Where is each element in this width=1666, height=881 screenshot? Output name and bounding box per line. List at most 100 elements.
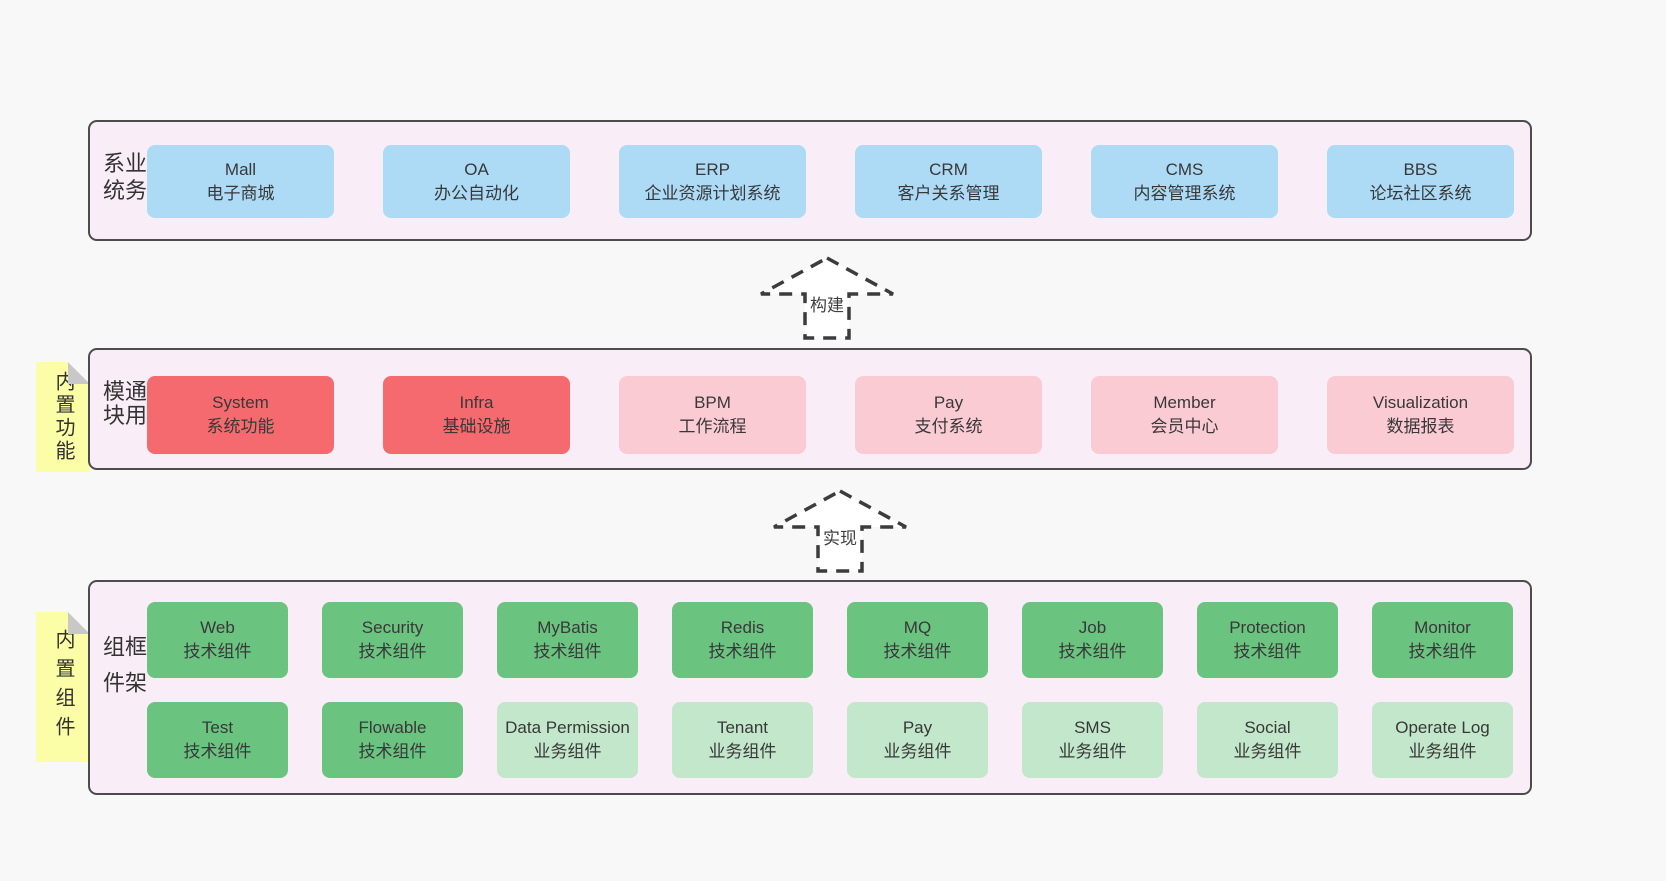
note-fold-corner-icon <box>68 612 90 634</box>
box-desc: 技术组件 <box>358 742 427 761</box>
note-label: 内置功能 <box>52 371 74 463</box>
box-name: Redis <box>720 618 765 637</box>
box-name: SMS <box>1074 718 1111 737</box>
box-name: Test <box>201 718 234 737</box>
box-name: OA <box>464 159 489 179</box>
box-desc: 技术组件 <box>708 642 777 661</box>
box-desc: 业务组件 <box>1408 742 1477 761</box>
box-name: MyBatis <box>537 618 598 637</box>
box-name: CMS <box>1165 159 1204 179</box>
sticky-note-built-in-features: 内置功能 <box>36 362 90 472</box>
note-label: 内置组件 <box>52 629 74 745</box>
box-name: Member <box>1153 393 1216 412</box>
box-desc: 业务组件 <box>883 742 952 761</box>
arrow-implement: 实现 <box>770 487 910 575</box>
box-name: Pay <box>933 393 964 412</box>
diagram-box: BPM 工作流程 <box>619 376 806 454</box>
diagram-box: Test 技术组件 <box>147 702 288 778</box>
diagram-box: CRM 客户关系管理 <box>855 145 1042 218</box>
diagram-box: System 系统功能 <box>147 376 334 454</box>
box-desc: 会员中心 <box>1150 417 1219 436</box>
diagram-box: Data Permission 业务组件 <box>497 702 638 778</box>
box-desc: 数据报表 <box>1386 417 1455 436</box>
diagram-box: Protection 技术组件 <box>1197 602 1338 678</box>
box-name: Social <box>1244 718 1291 737</box>
diagram-box: Visualization 数据报表 <box>1327 376 1514 454</box>
box-desc: 电子商城 <box>206 183 275 203</box>
box-desc: 业务组件 <box>1233 742 1302 761</box>
diagram-box: Operate Log 业务组件 <box>1372 702 1513 778</box>
diagram-box: CMS 内容管理系统 <box>1091 145 1278 218</box>
box-name: Job <box>1078 618 1107 637</box>
box-desc: 技术组件 <box>358 642 427 661</box>
box-desc: 内容管理系统 <box>1133 183 1236 203</box>
box-desc: 技术组件 <box>1233 642 1302 661</box>
arrow-label: 构建 <box>807 291 847 316</box>
layer-label: 框架组件 <box>100 634 147 707</box>
box-name: MQ <box>903 618 932 637</box>
box-desc: 业务组件 <box>708 742 777 761</box>
box-name: Flowable <box>358 718 427 737</box>
diagram-box: SMS 业务组件 <box>1022 702 1163 778</box>
box-desc: 业务组件 <box>533 742 602 761</box>
diagram-box: OA 办公自动化 <box>383 145 570 218</box>
layer-common-modules: 通用模块 System 系统功能 Infra 基础设施 BPM 工作流程 <box>88 348 1532 470</box>
box-desc: 技术组件 <box>1058 642 1127 661</box>
box-desc: 客户关系管理 <box>897 183 1000 203</box>
box-name: Visualization <box>1372 393 1469 412</box>
box-name: BBS <box>1403 159 1438 179</box>
diagram-box: MQ 技术组件 <box>847 602 988 678</box>
diagram-box: Infra 基础设施 <box>383 376 570 454</box>
box-name: Tenant <box>716 718 769 737</box>
diagram-box: ERP 企业资源计划系统 <box>619 145 806 218</box>
diagram-box: Security 技术组件 <box>322 602 463 678</box>
box-desc: 技术组件 <box>1408 642 1477 661</box>
box-name: Mall <box>224 159 257 179</box>
framework-component-row-2: Test 技术组件 Flowable 技术组件 Data Permission … <box>147 702 1513 778</box>
box-name: CRM <box>929 159 968 179</box>
box-name: ERP <box>695 159 730 179</box>
box-name: Protection <box>1229 618 1306 637</box>
layer-label: 业务系统 <box>100 151 147 206</box>
box-desc: 企业资源计划系统 <box>644 183 781 203</box>
box-name: System <box>212 393 269 412</box>
sticky-note-built-in-components: 内置组件 <box>36 612 90 762</box>
box-name: Security <box>361 618 424 637</box>
diagram-box: Tenant 业务组件 <box>672 702 813 778</box>
box-desc: 技术组件 <box>183 642 252 661</box>
layer-business-systems: 业务系统 Mall 电子商城 OA 办公自动化 ERP 企业资源计划系统 <box>88 120 1532 241</box>
diagram-box: Pay 支付系统 <box>855 376 1042 454</box>
box-name: Monitor <box>1414 618 1471 637</box>
diagram-box: Pay 业务组件 <box>847 702 988 778</box>
layer-framework-components: 框架组件 Web 技术组件 Security 技术组件 MyBatis 技术组件 <box>88 580 1532 795</box>
diagram-box: Job 技术组件 <box>1022 602 1163 678</box>
diagram-box: BBS 论坛社区系统 <box>1327 145 1514 218</box>
box-name: Web <box>200 618 235 637</box>
box-desc: 技术组件 <box>533 642 602 661</box>
box-name: Operate Log <box>1395 718 1490 737</box>
framework-component-row-1: Web 技术组件 Security 技术组件 MyBatis 技术组件 Redi… <box>147 602 1513 678</box>
box-desc: 基础设施 <box>442 417 511 436</box>
box-desc: 系统功能 <box>206 417 275 436</box>
business-system-boxes: Mall 电子商城 OA 办公自动化 ERP 企业资源计划系统 CRM 客户关系… <box>147 145 1514 218</box>
box-desc: 支付系统 <box>914 417 983 436</box>
diagram-box: Web 技术组件 <box>147 602 288 678</box>
common-module-boxes: System 系统功能 Infra 基础设施 BPM 工作流程 Pay 支付系统 <box>147 376 1514 454</box>
diagram-box: Monitor 技术组件 <box>1372 602 1513 678</box>
diagram-box: Mall 电子商城 <box>147 145 334 218</box>
box-name: Pay <box>902 718 933 737</box>
box-name: Data Permission <box>505 718 630 737</box>
arrow-label: 实现 <box>820 524 860 549</box>
box-desc: 技术组件 <box>183 742 252 761</box>
diagram-box: MyBatis 技术组件 <box>497 602 638 678</box>
box-desc: 办公自动化 <box>434 183 519 203</box>
box-desc: 工作流程 <box>678 417 747 436</box>
diagram-box: Member 会员中心 <box>1091 376 1278 454</box>
box-desc: 论坛社区系统 <box>1369 183 1472 203</box>
box-name: Infra <box>459 393 494 412</box>
box-desc: 业务组件 <box>1058 742 1127 761</box>
box-name: BPM <box>694 393 731 412</box>
diagram-box: Flowable 技术组件 <box>322 702 463 778</box>
diagram-box: Redis 技术组件 <box>672 602 813 678</box>
